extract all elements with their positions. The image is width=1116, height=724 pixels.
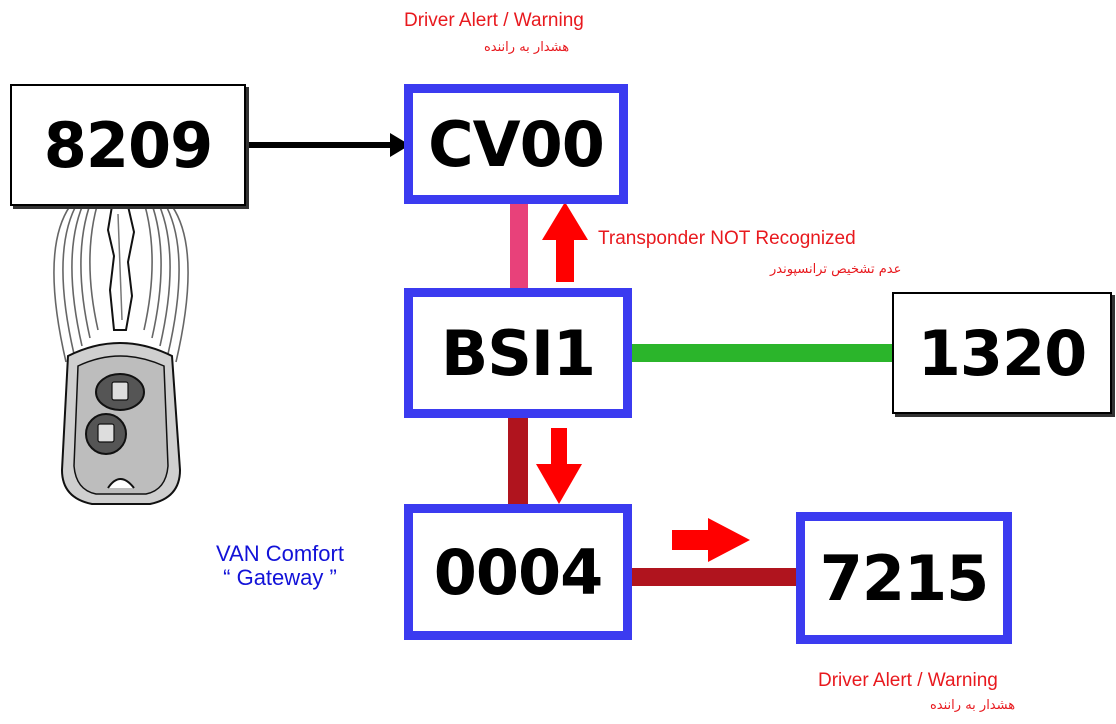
link-0004-7215 bbox=[632, 568, 802, 586]
link-cv00-bsi1 bbox=[510, 200, 528, 296]
key-module-code: 8209 bbox=[44, 109, 213, 182]
car-key-icon bbox=[62, 206, 180, 504]
bottom-alert-label-fa: هشدار به راننده bbox=[930, 698, 1015, 713]
display-module-code: CV00 bbox=[428, 108, 604, 181]
top-alert-label-fa: هشدار به راننده bbox=[484, 40, 569, 55]
link-bsi1-0004 bbox=[508, 418, 528, 510]
display-module-box: CV00 bbox=[404, 84, 628, 204]
bottom-alert-label: Driver Alert / Warning bbox=[818, 670, 998, 692]
immobilizer-module-code: 1320 bbox=[918, 317, 1087, 390]
instrument-module-box: 7215 bbox=[796, 512, 1012, 644]
immobilizer-module-box: 1320 bbox=[892, 292, 1112, 414]
top-alert-label: Driver Alert / Warning bbox=[404, 10, 584, 32]
instrument-module-code: 7215 bbox=[820, 542, 989, 615]
bsi-module-code: BSI1 bbox=[441, 317, 595, 390]
bsi-module-box: BSI1 bbox=[404, 288, 632, 418]
link-bsi1-1320 bbox=[632, 344, 894, 362]
gateway-module-box: 0004 bbox=[404, 504, 632, 640]
arrow-up-icon bbox=[542, 202, 588, 282]
gateway-caption: VAN Comfort “ Gateway ” bbox=[182, 542, 378, 590]
gateway-caption-line1: VAN Comfort bbox=[182, 542, 378, 566]
gateway-module-code: 0004 bbox=[434, 536, 603, 609]
gateway-caption-line2: “ Gateway ” bbox=[182, 566, 378, 590]
arrow-right-icon bbox=[672, 518, 750, 562]
arrow-right-icon bbox=[246, 133, 410, 157]
arrow-down-icon bbox=[536, 428, 582, 504]
transponder-label: Transponder NOT Recognized bbox=[598, 228, 856, 250]
key-module-box: 8209 bbox=[10, 84, 246, 206]
transponder-label-fa: عدم تشخیص ترانسپوندر bbox=[770, 262, 901, 277]
